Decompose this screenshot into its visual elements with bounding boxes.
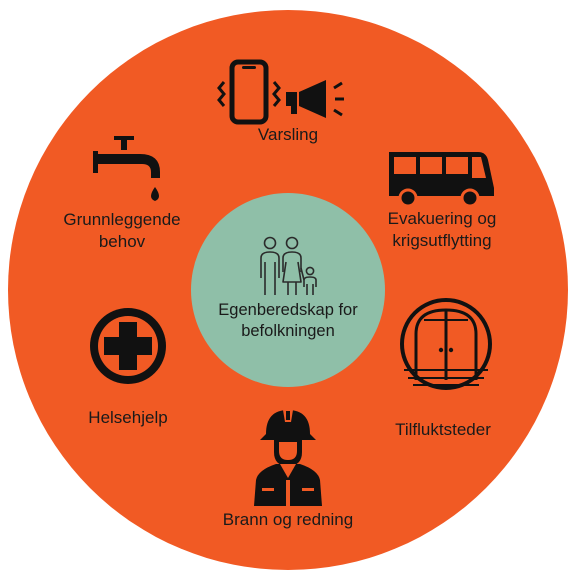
center-label: Egenberedskap for befolkningen	[188, 300, 388, 342]
water-tap-icon	[93, 136, 160, 201]
segment-label-tilfluktsteder: Tilfluktsteder	[358, 419, 528, 441]
segment-label-grunnleggende: Grunnleggende behov	[42, 209, 202, 253]
segment-label-brann-line1: Brann og redning	[222, 510, 354, 529]
segment-label-grunnleggende-line1: Grunnleggende	[63, 210, 181, 229]
phone-megaphone-icon	[217, 59, 344, 125]
segment-label-evakuering-line1: Evakuering og	[387, 209, 497, 228]
segment-label-varsling-line1: Varsling	[257, 125, 319, 144]
segment-label-grunnleggende-line2: behov	[98, 232, 146, 251]
segment-label-helsehjelp: Helsehjelp	[58, 407, 198, 429]
segment-label-helsehjelp-line1: Helsehjelp	[88, 408, 168, 427]
segment-label-varsling: Varsling	[188, 124, 388, 146]
segment-label-evakuering-line2: krigsutflytting	[392, 231, 492, 250]
medical-cross-icon	[90, 308, 166, 384]
segment-label-brann: Brann og redning	[178, 509, 398, 531]
segment-label-evakuering: Evakuering og krigsutflytting	[352, 208, 532, 252]
firefighter-icon	[254, 410, 322, 506]
segment-label-tilfluktsteder-line1: Tilfluktsteder	[395, 420, 491, 439]
bus-icon	[389, 152, 494, 208]
center-label-line1: Egenberedskap for	[218, 301, 358, 319]
family-icon	[260, 236, 317, 295]
shelter-door-icon	[400, 298, 492, 390]
center-label-line2: befolkningen	[241, 322, 335, 340]
